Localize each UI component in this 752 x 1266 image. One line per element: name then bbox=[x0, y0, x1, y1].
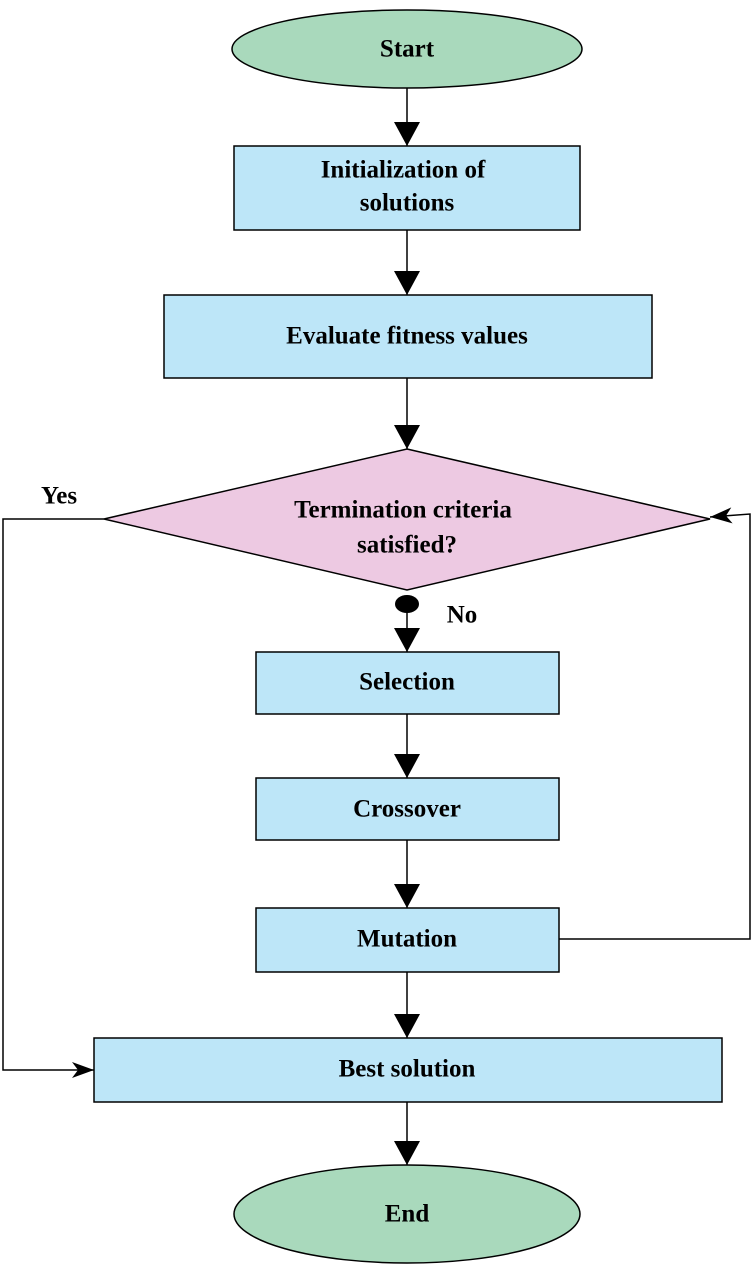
mutation-box bbox=[255, 907, 560, 973]
init-box bbox=[233, 145, 581, 231]
end-label: End bbox=[385, 1201, 430, 1228]
init-label-line1: Initialization of bbox=[321, 157, 486, 184]
evaluate-box bbox=[163, 294, 653, 379]
start-node: Start bbox=[231, 9, 583, 89]
decision-label-line2: satisfied? bbox=[357, 532, 457, 559]
best-solution-label: Best solution bbox=[339, 1056, 476, 1083]
decision-diamond bbox=[103, 448, 711, 591]
start-label: Start bbox=[380, 36, 435, 63]
selection-label: Selection bbox=[359, 669, 455, 696]
start-ellipse bbox=[231, 9, 583, 89]
crossover-label: Crossover bbox=[353, 796, 461, 823]
evaluate-node: Evaluate fitness values bbox=[163, 294, 653, 379]
decision-label-line1: Termination criteria bbox=[294, 497, 512, 524]
no-label: No bbox=[447, 602, 478, 629]
connectors bbox=[2, 88, 751, 1165]
selection-node: Selection bbox=[255, 651, 560, 715]
end-node: End bbox=[233, 1164, 581, 1264]
end-ellipse bbox=[233, 1164, 581, 1264]
selection-box bbox=[255, 651, 560, 715]
crossover-box bbox=[255, 777, 560, 841]
evaluate-label: Evaluate fitness values bbox=[286, 323, 528, 350]
arrow-mutation-loop-back bbox=[559, 507, 751, 940]
junction-dot bbox=[395, 595, 419, 613]
mutation-node: Mutation bbox=[255, 907, 560, 973]
init-node: Initialization of solutions bbox=[233, 145, 581, 231]
crossover-node: Crossover bbox=[255, 777, 560, 841]
decision-node: Termination criteria satisfied? bbox=[103, 448, 711, 591]
arrow-yes-to-best bbox=[2, 518, 104, 1078]
init-label-line2: solutions bbox=[360, 190, 455, 217]
yes-label: Yes bbox=[41, 483, 77, 510]
best-solution-box bbox=[93, 1037, 723, 1103]
mutation-label: Mutation bbox=[357, 926, 457, 953]
best-solution-node: Best solution bbox=[93, 1037, 723, 1103]
